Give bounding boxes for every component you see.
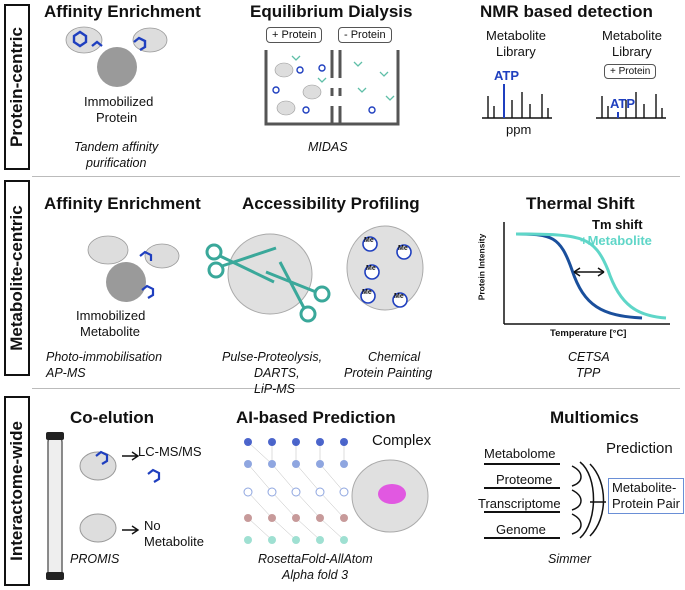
bead-sphere [106, 262, 146, 302]
complex-label: Complex [372, 432, 432, 449]
immobilized-metabolite-illustration [87, 235, 180, 302]
nmr-spectrum-2 [596, 92, 666, 119]
plus-protein-tag: + Protein [604, 64, 657, 79]
library-1-label: Library [496, 44, 536, 59]
library-2-label: Metabolite [602, 28, 662, 43]
affinity-enrichment-title: Affinity Enrichment [44, 194, 201, 213]
metabolite-protein-pair-box [608, 478, 684, 514]
metabolite-label: Metabolite [80, 324, 140, 339]
affinity-enrichment-title: Affinity Enrichment [44, 2, 201, 21]
method-darts: DARTS, [254, 366, 300, 380]
row-label-protein-centric: Protein-centric [4, 4, 30, 170]
coelution-complexes [79, 450, 161, 543]
me-label: Me [398, 245, 408, 252]
metabolite-glyph [72, 30, 147, 52]
method-tandem-1: Tandem affinity [74, 140, 159, 154]
scissors-icon [205, 243, 331, 323]
me-label: Me [362, 289, 372, 296]
chemical-painting-illustration [346, 225, 424, 311]
immobilized-label: Immobilized [76, 308, 146, 323]
lcms-label: LC-MS/MS [138, 444, 202, 459]
pair-label: Protein Pair [612, 496, 680, 511]
row-label-interactome-wide: Interactome-wide [4, 396, 30, 586]
melting-curves [503, 222, 670, 325]
protein-label: Protein [96, 110, 138, 125]
plus-metabolite-label: +Metabolite [580, 233, 652, 248]
atp-label: ATP [494, 68, 520, 83]
method-tpp: TPP [576, 366, 601, 380]
omics-layer: Proteome [496, 472, 553, 487]
method-tandem-2: purification [86, 156, 147, 170]
thermal-shift-title: Thermal Shift [526, 194, 635, 213]
method-midas: MIDAS [308, 140, 348, 154]
me-label: Me [394, 293, 404, 300]
omics-arrows [484, 461, 606, 539]
x-axis-label: Temperature [°C] [550, 328, 627, 339]
equilibrium-dialysis-title: Equilibrium Dialysis [250, 2, 413, 21]
row-divider [32, 388, 680, 389]
method-alphafold: Alpha fold 3 [282, 568, 349, 582]
me-label: Me [364, 237, 374, 244]
proteolysis-illustration [205, 233, 331, 323]
method-cetsa: CETSA [568, 350, 610, 364]
method-photo-2: AP-MS [46, 366, 86, 380]
omics-layer: Genome [496, 522, 546, 537]
method-simmer: Simmer [548, 552, 592, 566]
method-rosettafold: RosettaFold-AllAtom [258, 552, 373, 566]
me-label: Me [366, 265, 376, 272]
nmr-spectrum-1 [482, 84, 552, 119]
protein-blob [65, 26, 168, 54]
ai-prediction-title: AI-based Prediction [236, 408, 396, 427]
pair-label: Metabolite- [612, 480, 677, 495]
method-photo-1: Photo-immobilisation [46, 350, 163, 364]
row-divider [32, 176, 680, 177]
multiomics-title: Multiomics [550, 408, 639, 427]
bead-sphere [97, 47, 137, 87]
y-axis-label: Protein Intensity [476, 233, 487, 301]
method-painting: Protein Painting [344, 366, 433, 380]
library-1-label: Metabolite [486, 28, 546, 43]
omics-layer: Transcriptome [478, 496, 561, 511]
row-label-metabolite-centric: Metabolite-centric [4, 180, 30, 376]
method-proteolysis: Pulse-Proteolysis, [222, 350, 323, 364]
tm-shift-label: Tm shift [592, 217, 643, 232]
dialysis-chamber [264, 50, 400, 126]
nmr-title: NMR based detection [480, 2, 653, 21]
no-label: No [144, 518, 161, 533]
ppm-label: ppm [506, 122, 532, 137]
immobilized-protein-illustration [65, 26, 168, 87]
method-promis: PROMIS [70, 552, 120, 566]
immobilized-label: Immobilized [84, 94, 154, 109]
metabolite-label: Metabolite [144, 534, 204, 549]
co-elution-title: Co-elution [70, 408, 155, 427]
omics-layer: Metabolome [484, 446, 556, 461]
minus-protein-tag: - Protein [338, 27, 392, 43]
chromatography-column [46, 432, 64, 580]
library-2-label: Library [612, 44, 652, 59]
protein-complex-illustration [351, 459, 429, 533]
atp-label: ATP [610, 96, 636, 111]
prediction-label: Prediction [606, 440, 673, 457]
accessibility-profiling-title: Accessibility Profiling [242, 194, 420, 213]
method-lipms: LiP-MS [254, 382, 295, 396]
method-chemical: Chemical [368, 350, 421, 364]
plus-protein-tag: + Protein [266, 27, 323, 43]
